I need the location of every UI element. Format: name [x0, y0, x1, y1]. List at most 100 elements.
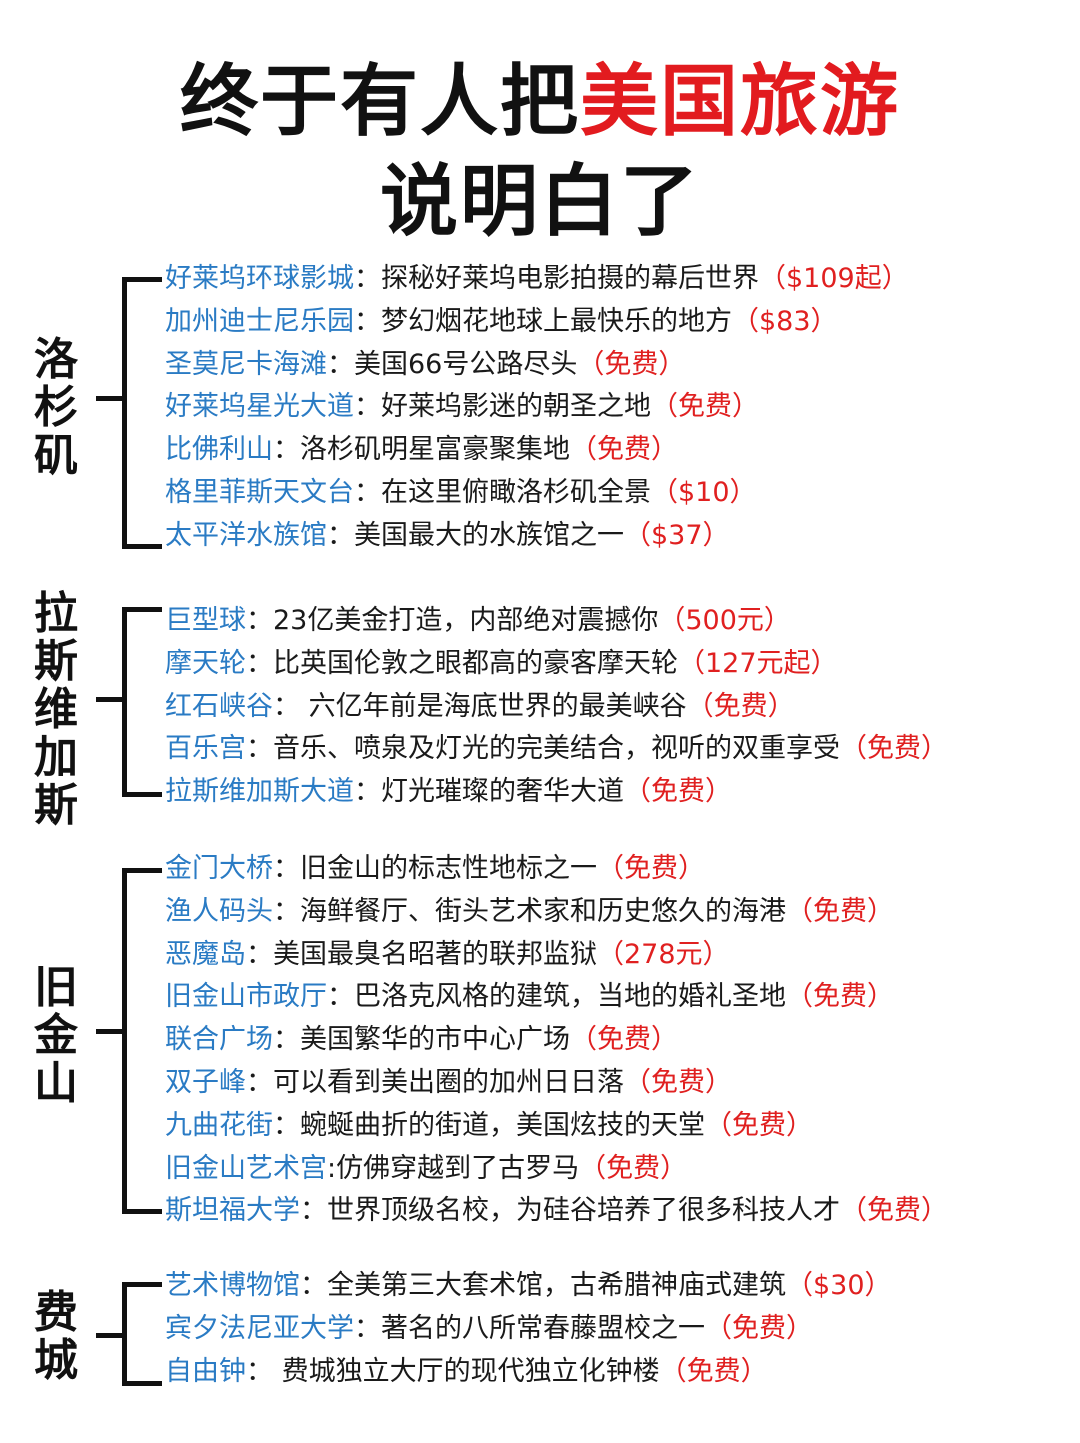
separator: ：	[354, 1312, 381, 1344]
attraction-name: 太平洋水族馆	[165, 519, 327, 551]
list-item: 旧金山艺术宫:仿佛穿越到了古罗马（免费）	[165, 1148, 948, 1191]
attraction-desc: 六亿年前是海底世界的最美峡谷	[300, 690, 687, 722]
separator: ：	[327, 519, 354, 551]
section-los-angeles: 洛杉矶 好莱坞环球影城：探秘好莱坞电影拍摄的幕后世界（$109起） 加州迪士尼乐…	[0, 258, 1080, 558]
attraction-price: （免费）	[579, 1152, 688, 1184]
list-item: 太平洋水族馆：美国最大的水族馆之一（$37）	[165, 515, 909, 558]
attraction-price: （免费）	[786, 895, 894, 927]
attraction-price: （免费）	[624, 1066, 732, 1098]
page-title-line-1: 终于有人把美国旅游	[0, 52, 1080, 152]
attraction-price: （$83）	[732, 305, 838, 337]
attraction-desc: 巴洛克风格的建筑，当地的婚礼圣地	[354, 981, 786, 1013]
attraction-name: 好莱坞环球影城	[165, 263, 354, 294]
attraction-list: 巨型球：23亿美金打造，内部绝对震撼你（500元） 摩天轮：比英国伦敦之眼都高的…	[165, 600, 948, 814]
separator: ：	[246, 647, 273, 679]
attraction-price: （免费）	[786, 981, 894, 1013]
bracket	[122, 607, 162, 797]
attraction-desc: 梦幻烟花地球上最快乐的地方	[381, 305, 732, 337]
list-item: 百乐宫：音乐、喷泉及灯光的完美结合，视听的双重享受（免费）	[165, 728, 948, 771]
attraction-desc: 世界顶级名校，为硅谷培养了很多科技人才	[327, 1195, 840, 1227]
attraction-name: 九曲花街	[165, 1109, 273, 1141]
attraction-desc: 灯光璀璨的奢华大道	[381, 776, 624, 808]
attraction-list: 好莱坞环球影城：探秘好莱坞电影拍摄的幕后世界（$109起） 加州迪士尼乐园：梦幻…	[165, 258, 909, 558]
list-item: 好莱坞星光大道：好莱坞影迷的朝圣之地（免费）	[165, 386, 909, 429]
separator: ：	[300, 1270, 327, 1301]
attraction-price: （278元）	[597, 938, 730, 970]
attraction-name: 加州迪士尼乐园	[165, 305, 354, 337]
separator: ：	[273, 853, 300, 884]
separator: ：	[354, 305, 381, 337]
separator: ：	[327, 348, 354, 380]
attraction-name: 比佛利山	[165, 434, 273, 466]
attraction-desc: 费城独立大厅的现代独立化钟楼	[273, 1355, 660, 1387]
list-item: 艺术博物馆：全美第三大套术馆，古希腊神庙式建筑（$30）	[165, 1265, 892, 1308]
attraction-desc: 好莱坞影迷的朝圣之地	[381, 391, 651, 423]
list-item: 好莱坞环球影城：探秘好莱坞电影拍摄的幕后世界（$109起）	[165, 258, 909, 301]
list-item: 旧金山市政厅：巴洛克风格的建筑，当地的婚礼圣地（免费）	[165, 976, 948, 1019]
separator: ：	[354, 776, 381, 808]
attraction-desc: 海鲜餐厅、街头艺术家和历史悠久的海港	[300, 895, 786, 927]
attraction-desc: 可以看到美出圈的加州日日落	[273, 1066, 624, 1098]
city-name: 费城	[34, 1287, 78, 1386]
separator: ：	[273, 895, 300, 927]
attraction-desc: 比英国伦敦之眼都高的豪客摩天轮	[273, 647, 678, 679]
separator: ：	[246, 1066, 273, 1098]
attraction-price: （免费）	[659, 1355, 768, 1387]
attraction-desc: 洛杉矶明星富豪聚集地	[300, 434, 570, 466]
attraction-name: 旧金山市政厅	[165, 981, 327, 1013]
attraction-desc: 蜿蜒曲折的街道，美国炫技的天堂	[300, 1109, 705, 1141]
attraction-price: （免费）	[840, 1195, 948, 1227]
attraction-name: 红石峡谷	[165, 690, 273, 722]
attraction-desc: 23亿美金打造，内部绝对震撼你	[273, 605, 659, 636]
bracket-stem	[96, 697, 124, 702]
attraction-name: 拉斯维加斯大道	[165, 776, 354, 808]
attraction-price: （免费）	[570, 434, 678, 466]
attraction-price: （免费）	[570, 1024, 678, 1056]
attraction-price: （127元起）	[678, 647, 838, 679]
attraction-name: 好莱坞星光大道	[165, 391, 354, 423]
attraction-price: （免费）	[577, 348, 686, 380]
separator: ：	[300, 1195, 327, 1227]
list-item: 格里菲斯天文台：在这里俯瞰洛杉矶全景（$10）	[165, 472, 909, 515]
bracket-stem	[96, 1333, 124, 1338]
page-title-line-2: 说明白了	[379, 157, 700, 247]
list-item: 加州迪士尼乐园：梦幻烟花地球上最快乐的地方（$83）	[165, 301, 909, 344]
list-item: 自由钟： 费城独立大厅的现代独立化钟楼（免费）	[165, 1351, 892, 1394]
list-item: 圣莫尼卡海滩：美国66号公路尽头（免费）	[165, 344, 909, 387]
separator: ：	[354, 476, 381, 508]
attraction-list: 金门大桥：旧金山的标志性地标之一（免费） 渔人码头：海鲜餐厅、街头艺术家和历史悠…	[165, 848, 948, 1233]
attraction-name: 双子峰	[165, 1066, 246, 1098]
attraction-price: （$30）	[786, 1270, 892, 1301]
attraction-desc: 美国繁华的市中心广场	[300, 1024, 570, 1056]
city-name: 拉斯维加斯	[34, 588, 78, 831]
section-las-vegas: 拉斯维加斯 巨型球：23亿美金打造，内部绝对震撼你（500元） 摩天轮：比英国伦…	[0, 590, 1080, 830]
attraction-desc: 全美第三大套术馆，古希腊神庙式建筑	[327, 1270, 786, 1301]
separator: :	[327, 1152, 337, 1184]
list-item: 恶魔岛：美国最臭名昭著的联邦监狱（278元）	[165, 934, 948, 977]
list-item: 摩天轮：比英国伦敦之眼都高的豪客摩天轮（127元起）	[165, 643, 948, 686]
attraction-desc: 探秘好莱坞电影拍摄的幕后世界	[381, 263, 759, 294]
list-item: 宾夕法尼亚大学：著名的八所常春藤盟校之一（免费）	[165, 1308, 892, 1351]
separator: ：	[246, 733, 273, 765]
city-label: 旧金山	[30, 964, 82, 1108]
list-item: 拉斯维加斯大道：灯光璀璨的奢华大道（免费）	[165, 771, 948, 814]
separator: ：	[327, 981, 354, 1013]
attraction-name: 旧金山艺术宫	[165, 1152, 327, 1184]
separator: ：	[354, 391, 381, 423]
attraction-price: （免费）	[686, 690, 795, 722]
list-item: 渔人码头：海鲜餐厅、街头艺术家和历史悠久的海港（免费）	[165, 891, 948, 934]
section-philadelphia: 费城 艺术博物馆：全美第三大套术馆，古希腊神庙式建筑（$30） 宾夕法尼亚大学：…	[0, 1265, 1080, 1400]
list-item: 巨型球：23亿美金打造，内部绝对震撼你（500元）	[165, 600, 948, 643]
bracket	[122, 277, 162, 549]
list-item: 比佛利山：洛杉矶明星富豪聚集地（免费）	[165, 429, 909, 472]
separator: ：	[273, 434, 300, 466]
attraction-price: （$10）	[651, 476, 757, 508]
list-item: 九曲花街：蜿蜒曲折的街道，美国炫技的天堂（免费）	[165, 1105, 948, 1148]
list-item: 斯坦福大学：世界顶级名校，为硅谷培养了很多科技人才（免费）	[165, 1190, 948, 1233]
attraction-desc: 美国最大的水族馆之一	[354, 519, 624, 551]
list-item: 金门大桥：旧金山的标志性地标之一（免费）	[165, 848, 948, 891]
section-san-francisco: 旧金山 金门大桥：旧金山的标志性地标之一（免费） 渔人码头：海鲜餐厅、街头艺术家…	[0, 848, 1080, 1238]
attraction-price: （$37）	[624, 519, 730, 551]
attraction-name: 圣莫尼卡海滩	[165, 348, 327, 380]
list-item: 双子峰：可以看到美出圈的加州日日落（免费）	[165, 1062, 948, 1105]
